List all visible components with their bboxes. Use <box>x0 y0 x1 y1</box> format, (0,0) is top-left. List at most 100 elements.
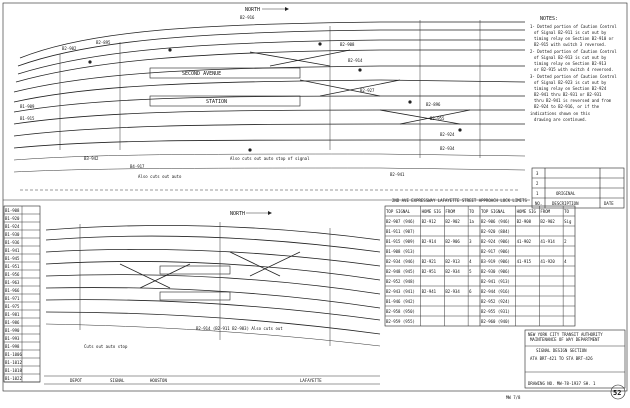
lock-table-cell: B2-952 (948) <box>386 279 415 284</box>
revision-header-date: DATE <box>604 201 614 206</box>
revision-table: 3 2 1 ORIGINAL NO. DESCRIPTION DATE <box>531 167 625 209</box>
footer-label-1: SIGNAL <box>110 378 125 383</box>
lock-table-header: FROM <box>540 209 550 214</box>
lock-table-cell: B2-943 (941) <box>386 289 415 294</box>
lock-table-cell: B2-934 <box>445 269 460 274</box>
lower-auto-note: Cuts out auto stop <box>84 344 128 349</box>
note-line-12: thru B2-941 is reversed and from <box>534 98 612 103</box>
lock-table-cell: B2-906 <box>445 239 460 244</box>
sheet-number-circle <box>610 384 626 400</box>
title-dept: MAINTENANCE OF WAY DEPARTMENT <box>530 337 600 342</box>
note-line-0: 1- Dotted portion of Caution Control <box>530 24 617 29</box>
lock-table-header: HOME SIG <box>517 209 537 214</box>
left-table-row: B1-986 <box>5 320 20 325</box>
lock-table-cell: B2-902 <box>540 219 555 224</box>
left-table-row: B1-951 <box>5 264 20 269</box>
track-label-3: B4-917 <box>130 164 145 169</box>
lock-table-cell: 6 <box>469 289 472 294</box>
left-table-row: B1-945 <box>5 256 20 261</box>
lock-table-cell: B2-934 (946) <box>386 259 415 264</box>
lock-table-cell: B2-930 (906) <box>481 269 510 274</box>
left-table-row: B1-971 <box>5 296 20 301</box>
lock-table-cell: 3 <box>469 239 472 244</box>
lock-table-cell: B2-914 <box>422 239 437 244</box>
signal-label-1: B2-902 <box>62 46 77 51</box>
title-drawing-no: DRAWING NO. MW-78-1937 SH. 1 <box>528 381 596 386</box>
lock-table-cell: B2-906 (946) <box>481 219 510 224</box>
limits-title: 2ND AVE EXPRESSWAY LAFAYETTE STREET APPR… <box>392 198 527 203</box>
lock-table-cell: 41-920 <box>540 259 555 264</box>
lock-table-cell: B2-952 (924) <box>481 299 510 304</box>
left-table-row: B1-966 <box>5 288 20 293</box>
footer-label-3: LAFAYETTE <box>300 378 322 383</box>
lock-table-cell: 41-902 <box>517 239 532 244</box>
left-table-row: B1-1018 <box>5 368 22 373</box>
signal-label-3: B2-908 <box>340 42 355 47</box>
note-line-7: or B2-915 with switch 4 reversed. <box>534 67 613 72</box>
left-table-row: B1-981 <box>5 312 20 317</box>
lock-table-cell: B2-917 (906) <box>481 249 510 254</box>
lock-table-header: TOP SIGNAL <box>386 209 411 214</box>
left-table-row: B1-990 <box>5 328 20 333</box>
lock-table-cell: 41-914 <box>540 239 555 244</box>
upper-track-plan: NORTH SECOND AVENUE STATION <box>13 7 526 191</box>
left-table-row: B1-924 <box>5 224 20 229</box>
track-label-2: B3-942 <box>84 156 99 161</box>
lock-table-header: TO <box>469 209 474 214</box>
title-subtitle: SIGNAL DESIGN SECTION <box>536 348 587 353</box>
signal-label-6: B2-896 <box>426 102 441 107</box>
note-line-6: timing relay on Section B2-913 <box>534 61 607 66</box>
stop-note-1: Also cuts out auto stop of signal <box>230 156 310 161</box>
signal-label-0: B2-916 <box>240 15 255 20</box>
revision-header-desc: DESCRIPTION <box>552 201 579 206</box>
lock-table-cell: Sig <box>564 219 572 224</box>
lock-table-cell: B2-958 (950) <box>386 309 415 314</box>
lock-table-cell: B1-911 (907) <box>386 229 415 234</box>
signal-label-10: B2-941 <box>390 172 405 177</box>
lock-table-cell: 1a <box>469 219 474 224</box>
lock-table-cell: B2-908 <box>517 219 532 224</box>
note-line-11: B2-941 thru B2-931 or B2-931 <box>534 92 602 97</box>
lock-table-cell: B2-959 (955) <box>386 319 415 324</box>
track-label-1: B1-915 <box>20 116 35 121</box>
revision-no-1: 2 <box>536 181 539 186</box>
left-table-row: B1-956 <box>5 272 20 277</box>
lock-table-cell: B2-944 (916) <box>481 289 510 294</box>
note-line-5: of Signal B2-913 is cut out by <box>534 55 607 60</box>
signal-label-5: B2-927 <box>360 88 375 93</box>
left-table-row: B1-998 <box>5 344 20 349</box>
lock-table-cell: B2-951 <box>422 269 437 274</box>
signal-label-9: B2-934 <box>440 146 455 151</box>
sheet-number: 52 <box>613 389 621 397</box>
lock-table-cell: B2-924 (906) <box>481 239 510 244</box>
lock-table-header: HOME SIG <box>422 209 442 214</box>
note-line-8: 3- Dotted portion of Caution Control <box>530 74 617 79</box>
revision-no-2: 1 <box>536 191 539 196</box>
lock-table-cell: B2-907 (946) <box>386 219 415 224</box>
left-table-row: B1-908 <box>5 208 20 213</box>
title-block: NEW YORK CITY TRANSIT AUTHORITY MAINTENA… <box>506 329 626 400</box>
left-table-row: B1-1022 <box>5 376 22 381</box>
left-table-row: B1-1012 <box>5 360 22 365</box>
note-line-9: of Signal B2-923 is cut out by <box>534 80 607 85</box>
lock-table-cell: 5 <box>469 269 472 274</box>
lock-table-cell: 41-915 <box>517 259 532 264</box>
left-table-row: B1-963 <box>5 280 20 285</box>
lower-platform-a <box>159 265 231 275</box>
left-table-row: B1-975 <box>5 304 20 309</box>
notes-title: NOTES: <box>540 16 558 22</box>
lower-bottom-note: B2-914 (B2-911 B2-983) Also cuts out <box>196 326 283 331</box>
second-avenue-platform <box>149 67 301 79</box>
left-table-row: B1-993 <box>5 336 20 341</box>
footer-label-0: DEPOT <box>70 378 83 383</box>
lower-track-plan: NORTH B2-914 (B2-911 B2-983) Also cuts o… <box>44 211 381 385</box>
lock-table-cell: B2-912 <box>422 219 437 224</box>
track-label-0: B1-909 <box>20 104 35 109</box>
lock-table-cell: 4 <box>469 259 472 264</box>
left-table-row: B1-920 <box>5 216 20 221</box>
lock-table-header: FROM <box>445 209 455 214</box>
lock-table-cell: B1-908 (913) <box>386 249 415 254</box>
title-authority: NEW YORK CITY TRANSIT AUTHORITY <box>528 332 603 337</box>
